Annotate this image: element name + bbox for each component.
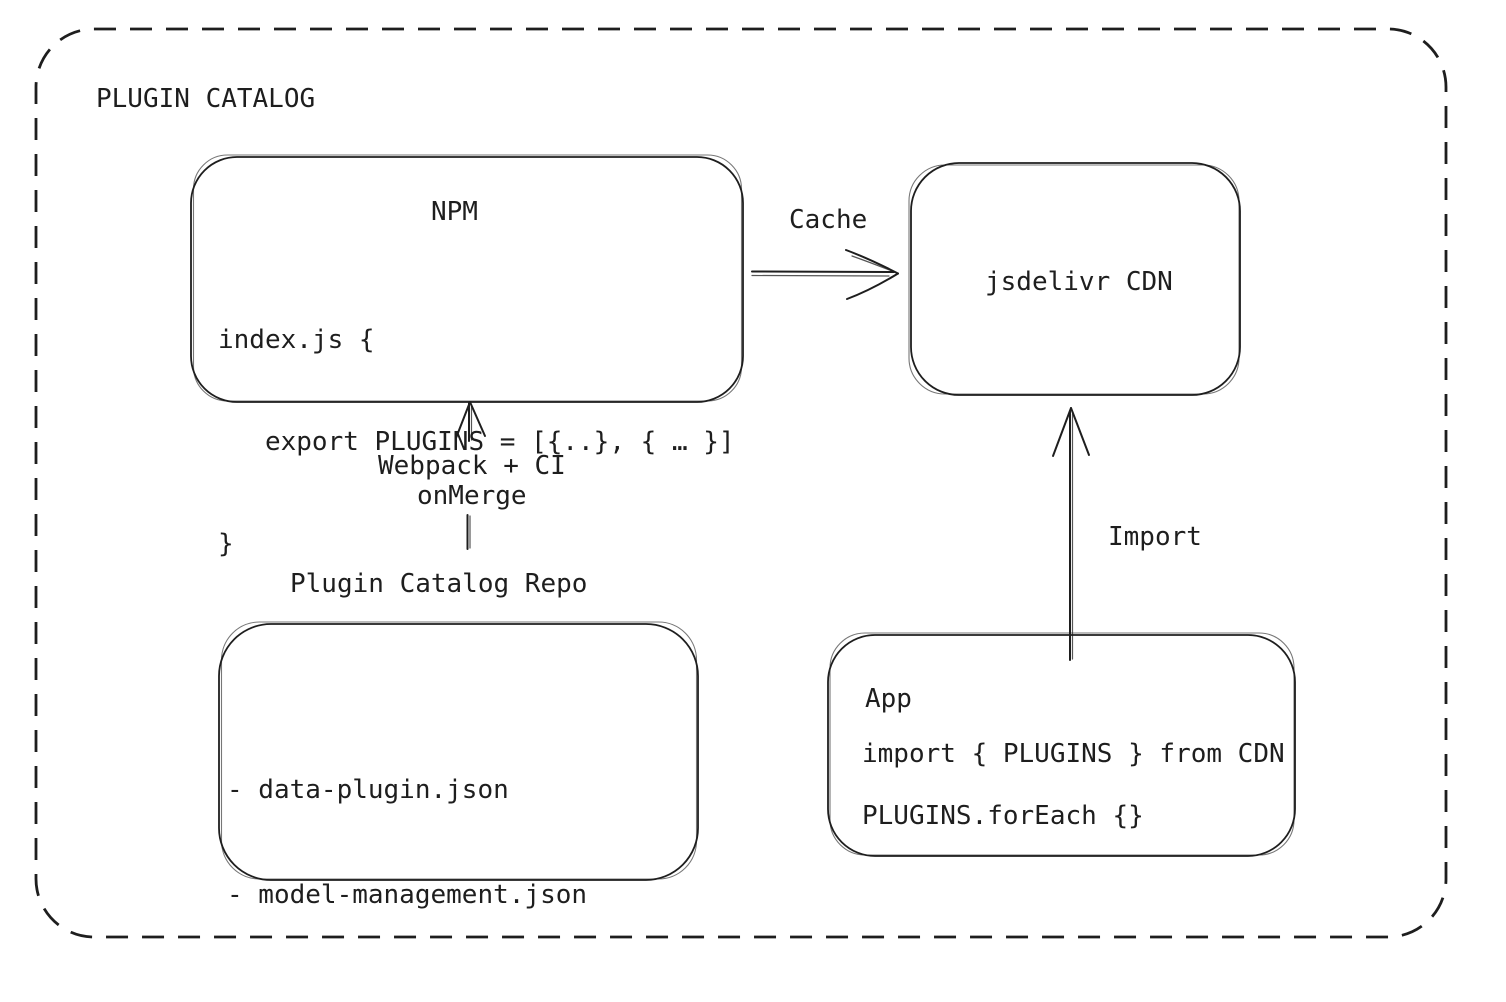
npm-code-block: index.js { export PLUGINS = [{..}, { … }… [218, 255, 735, 629]
app-code-line: PLUGINS.forEach {} [862, 801, 1144, 831]
repo-file-list: - data-plugin.json - model-management.js… [227, 703, 587, 1002]
npm-title: NPM [431, 197, 478, 227]
webpack-arrow [456, 402, 485, 549]
npm-code-line: } [218, 529, 234, 559]
plugin-catalog-dashed-border [36, 29, 1446, 937]
diagram-title: PLUGIN CATALOG [96, 84, 316, 114]
npm-box [191, 155, 743, 402]
app-title: App [865, 684, 912, 714]
webpack-arrow-head [456, 402, 470, 438]
app-box [828, 633, 1295, 856]
webpack-arrow-label-top: Webpack + CI [378, 451, 566, 481]
npm-code-line: index.js { [218, 325, 375, 355]
import-arrow [1053, 408, 1089, 660]
repo-heading: Plugin Catalog Repo [290, 569, 588, 599]
repo-file-item: - model-management.json [227, 880, 588, 910]
cdn-label: jsdelivr CDN [985, 267, 1173, 297]
repo-file-item: ... [227, 985, 274, 1002]
import-arrow-head [1053, 408, 1071, 456]
app-code-line: import { PLUGINS } from CDN [862, 739, 1285, 769]
cache-arrow-label: Cache [789, 205, 868, 235]
webpack-arrow-label-bottom: onMerge [417, 481, 527, 511]
cache-arrow-head [846, 250, 898, 274]
import-arrow-label: Import [1108, 522, 1202, 552]
cache-arrow [752, 250, 898, 299]
repo-box [219, 622, 698, 880]
npm-code-line: export PLUGINS = [{..}, { … }] [218, 427, 735, 457]
cdn-box [909, 163, 1240, 395]
repo-file-item: - data-plugin.json [227, 775, 509, 805]
